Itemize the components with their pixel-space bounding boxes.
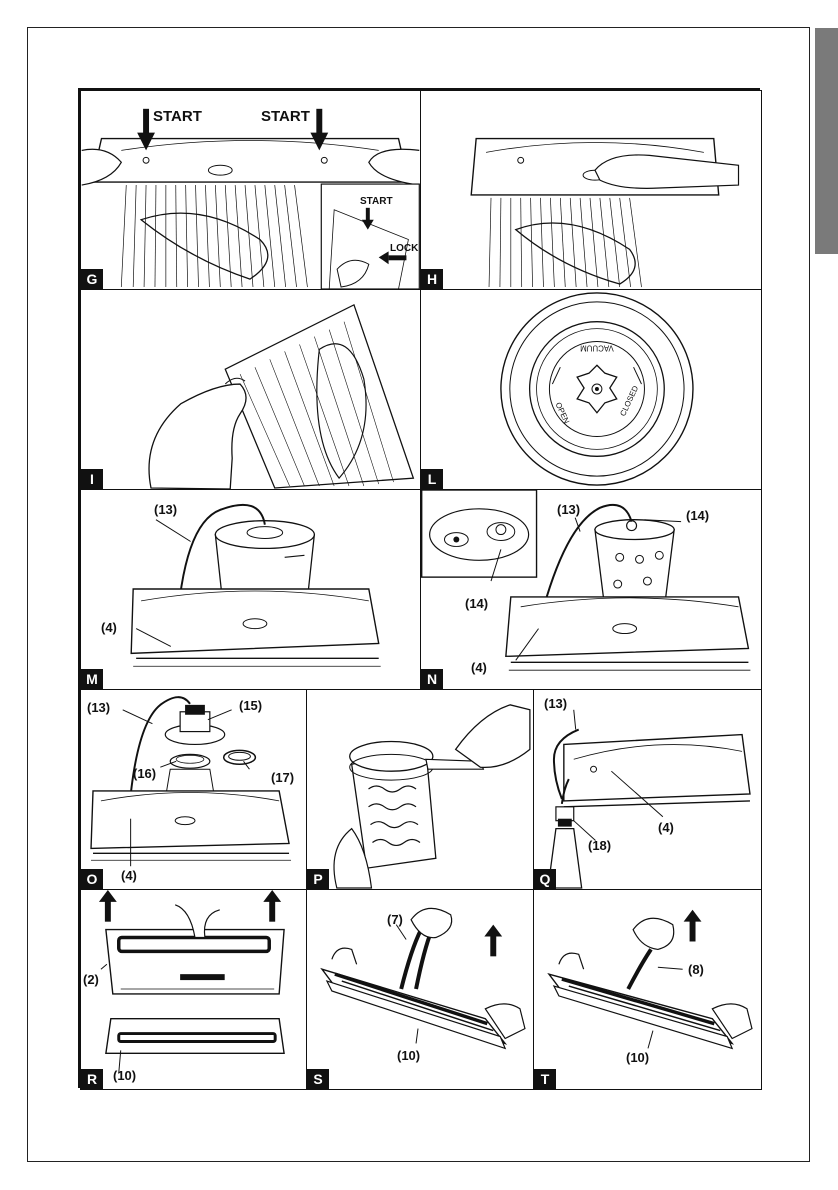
panel-l: VACUUM OPEN CLOSED L — [420, 289, 762, 490]
callout-17: (17) — [271, 770, 294, 785]
panel-q-illustration — [534, 690, 761, 889]
callout-10: (10) — [397, 1048, 420, 1063]
callout-2: (2) — [83, 972, 99, 987]
callout-16: (16) — [133, 766, 156, 781]
callout-14-right: (14) — [686, 508, 709, 523]
side-tab — [815, 28, 838, 254]
panel-o: (13) (15) (16) (17) (4) O — [80, 689, 307, 890]
panel-tag-t: T — [534, 1069, 556, 1089]
panel-g: START START START LOCK G — [80, 90, 421, 290]
panel-tag-q: Q — [534, 869, 556, 889]
panel-tag-n: N — [421, 669, 443, 689]
vacuum-label: VACUUM — [580, 343, 614, 352]
panel-m: (13) (4) M — [80, 489, 421, 690]
panel-r: (2) (10) R — [80, 889, 307, 1090]
inset-lock-label: LOCK — [390, 243, 418, 254]
panel-t: (8) (10) T — [533, 889, 762, 1090]
panel-r-illustration — [81, 890, 306, 1089]
panel-i: I — [80, 289, 421, 490]
panel-g-illustration — [81, 91, 420, 289]
panel-tag-g: G — [81, 269, 103, 289]
panel-tag-p: P — [307, 869, 329, 889]
callout-15: (15) — [239, 698, 262, 713]
panel-h: H — [420, 90, 762, 290]
inset-start-label: START — [360, 196, 393, 207]
panel-m-illustration — [81, 490, 420, 689]
panel-tag-m: M — [81, 669, 103, 689]
callout-13: (13) — [544, 696, 567, 711]
callout-7: (7) — [387, 912, 403, 927]
panel-l-illustration: VACUUM OPEN CLOSED — [421, 290, 761, 489]
callout-4: (4) — [101, 620, 117, 635]
panel-o-illustration — [81, 690, 306, 889]
callout-13: (13) — [154, 502, 177, 517]
panel-h-illustration — [421, 91, 761, 289]
callout-4: (4) — [121, 868, 137, 883]
panel-s: (7) (10) S — [306, 889, 534, 1090]
figure-grid: START START START LOCK G H — [78, 88, 760, 1088]
callout-13: (13) — [87, 700, 110, 715]
callout-10: (10) — [626, 1050, 649, 1065]
panel-tag-i: I — [81, 469, 103, 489]
callout-4: (4) — [471, 660, 487, 675]
start-label-right: START — [261, 108, 310, 125]
callout-4: (4) — [658, 820, 674, 835]
panel-tag-s: S — [307, 1069, 329, 1089]
panel-n: (13) (14) (14) (4) N — [420, 489, 762, 690]
callout-18: (18) — [588, 838, 611, 853]
callout-13: (13) — [557, 502, 580, 517]
callout-8: (8) — [688, 962, 704, 977]
panel-tag-h: H — [421, 269, 443, 289]
callout-10: (10) — [113, 1068, 136, 1083]
panel-i-illustration — [81, 290, 420, 489]
closed-label: CLOSED — [618, 384, 640, 418]
panel-tag-r: R — [81, 1069, 103, 1089]
callout-14-inset: (14) — [465, 596, 488, 611]
panel-tag-o: O — [81, 869, 103, 889]
panel-p-illustration — [307, 690, 533, 889]
start-label-left: START — [153, 108, 202, 125]
panel-p: P — [306, 689, 534, 890]
panel-q: (13) (4) (18) Q — [533, 689, 762, 890]
panel-tag-l: L — [421, 469, 443, 489]
